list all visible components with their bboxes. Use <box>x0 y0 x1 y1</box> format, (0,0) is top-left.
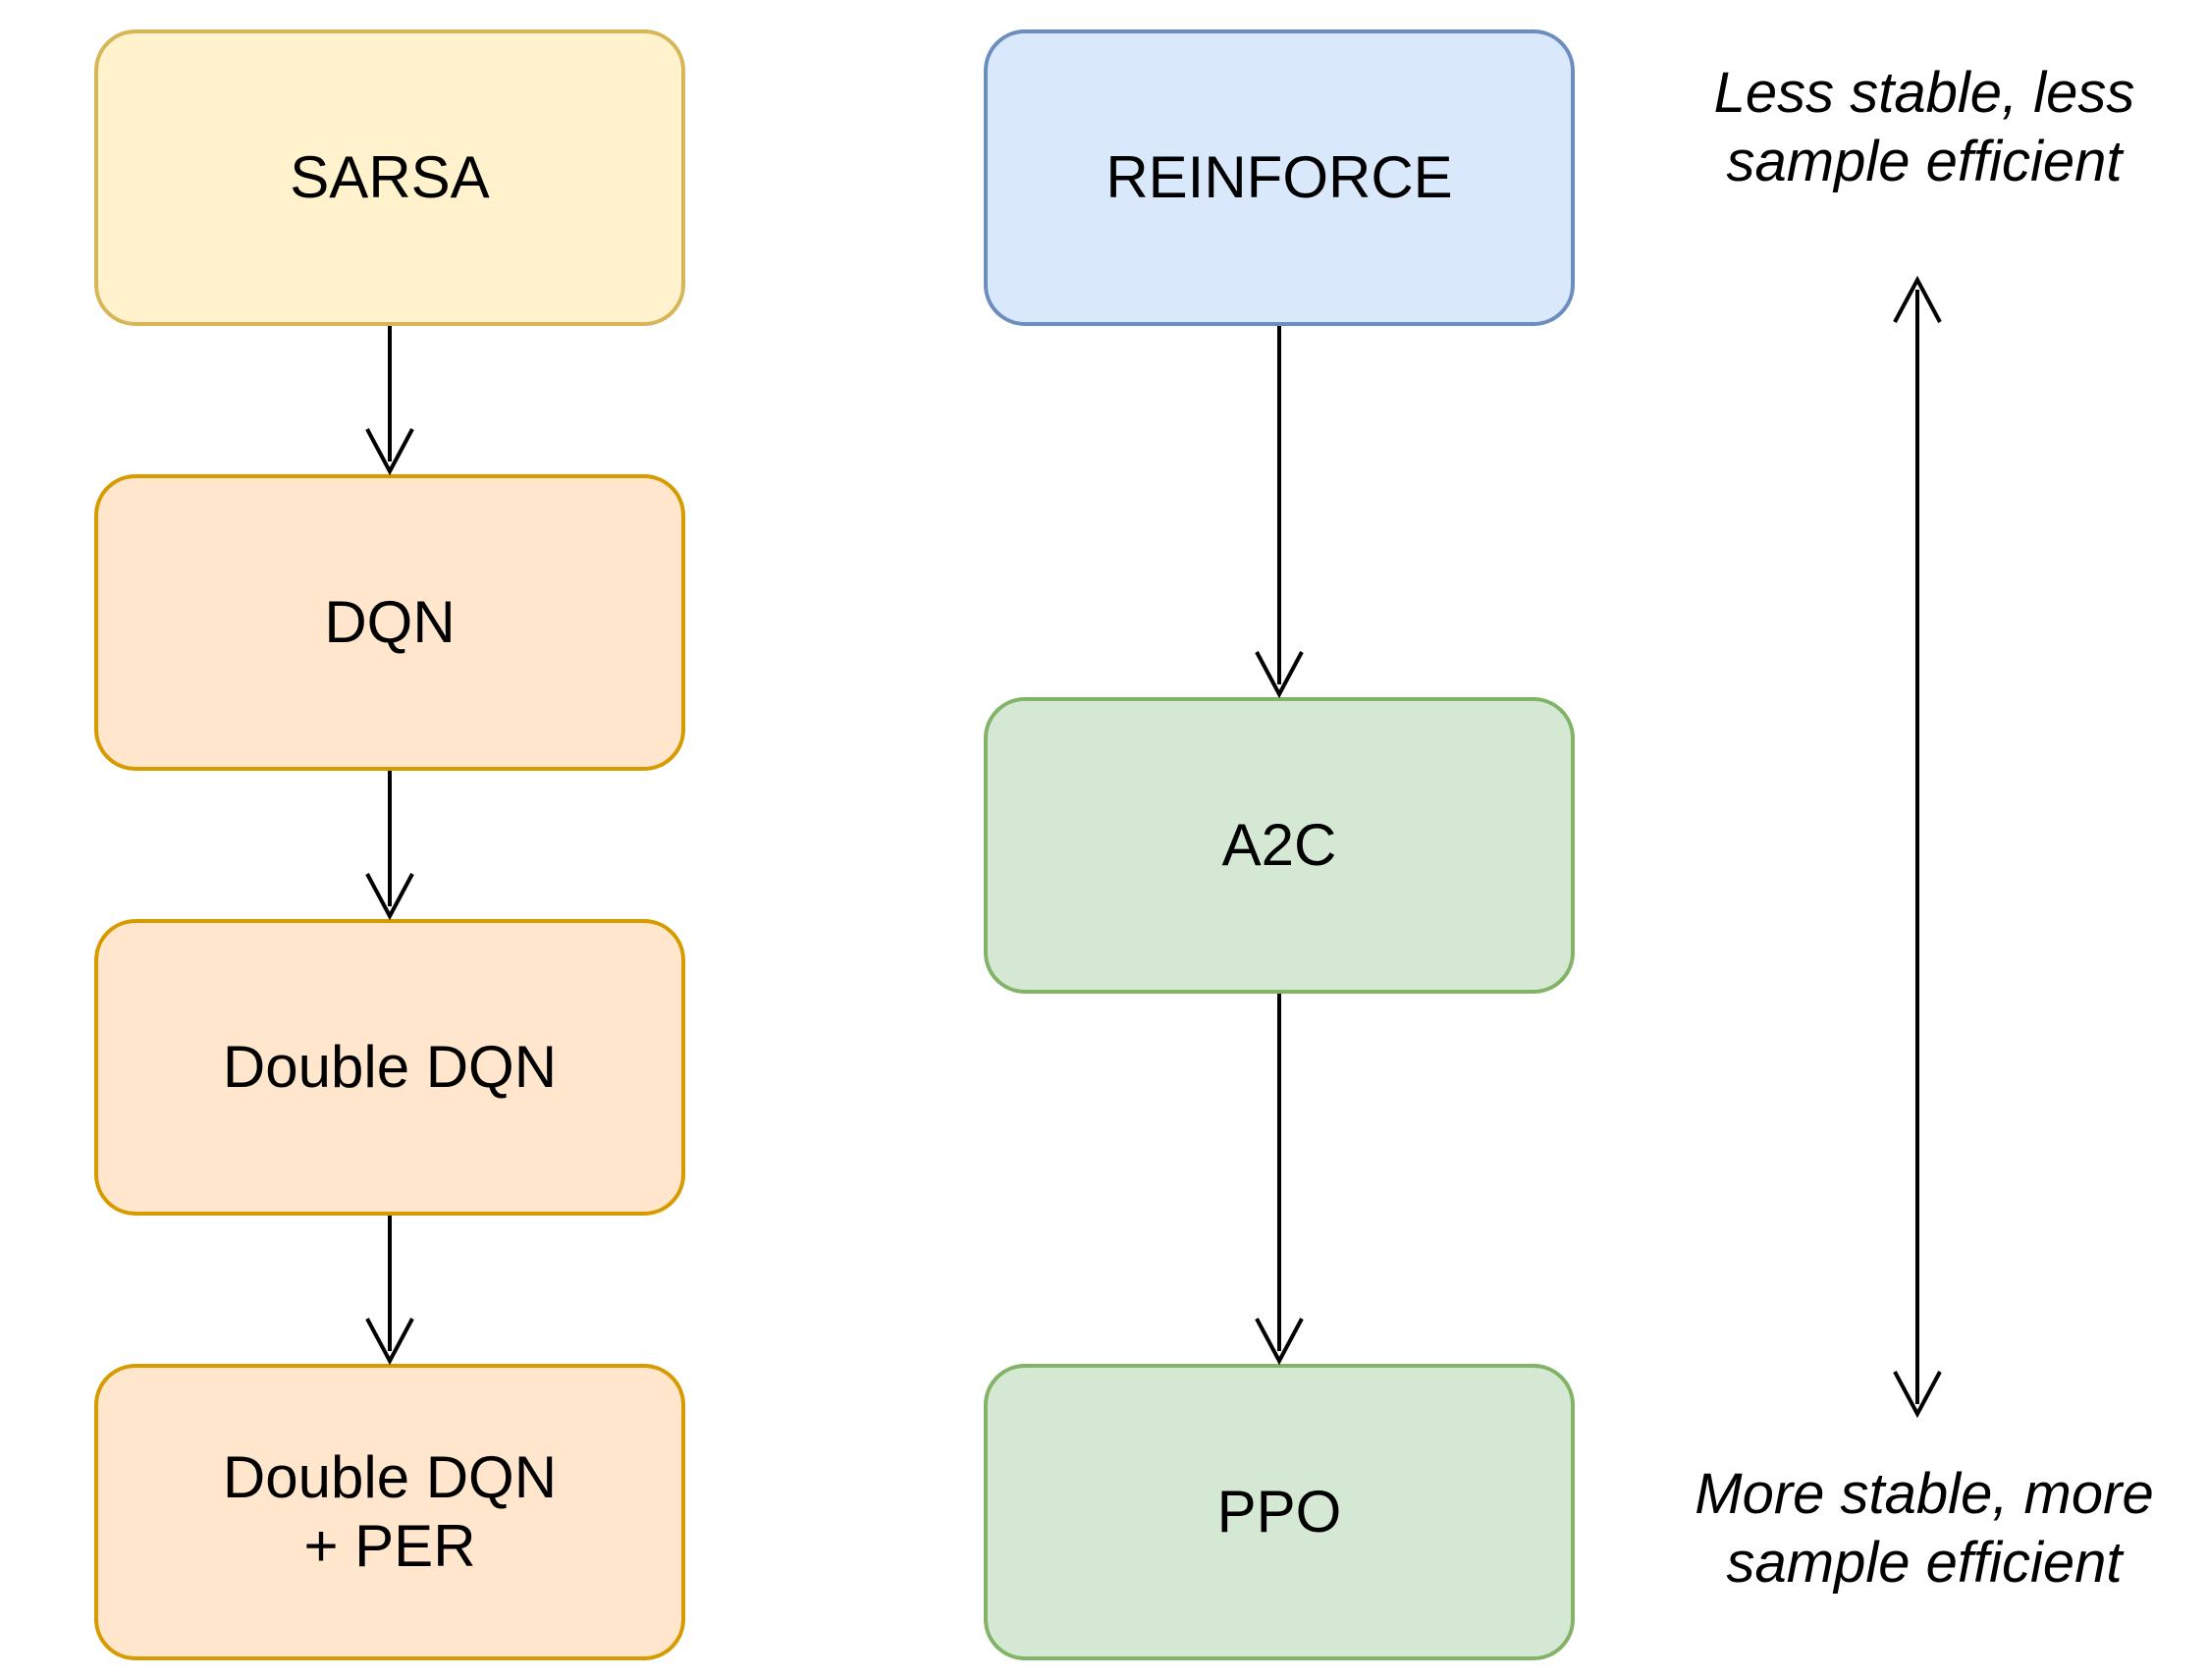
node-reinforce: REINFORCE <box>984 29 1575 326</box>
node-a2c-label: A2C <box>1221 812 1337 878</box>
node-sarsa-label: SARSA <box>290 144 490 210</box>
arrow-reinforce-to-a2c <box>1255 326 1304 699</box>
stability-double-arrow <box>1893 275 1942 1419</box>
node-a2c: A2C <box>984 697 1575 994</box>
node-double-dqn-per-label: Double DQN + PER <box>222 1444 558 1579</box>
node-ppo: PPO <box>984 1364 1575 1660</box>
annotation-more-stable: More stable, more sample efficient <box>1695 1462 2154 1595</box>
node-double-dqn-label: Double DQN <box>222 1034 558 1100</box>
node-dqn-label: DQN <box>324 589 456 655</box>
node-double-dqn-per: Double DQN + PER <box>94 1364 685 1660</box>
node-ppo-label: PPO <box>1216 1479 1342 1545</box>
arrow-double-dqn-to-double-dqn-per <box>365 1216 414 1366</box>
arrow-dqn-to-double-dqn <box>365 771 414 921</box>
annotation-less-stable: Less stable, less sample efficient <box>1713 61 2135 193</box>
node-dqn: DQN <box>94 474 685 771</box>
arrow-sarsa-to-dqn <box>365 326 414 476</box>
arrow-a2c-to-ppo <box>1255 994 1304 1366</box>
node-sarsa: SARSA <box>94 29 685 326</box>
node-reinforce-label: REINFORCE <box>1105 144 1453 210</box>
node-double-dqn: Double DQN <box>94 919 685 1216</box>
